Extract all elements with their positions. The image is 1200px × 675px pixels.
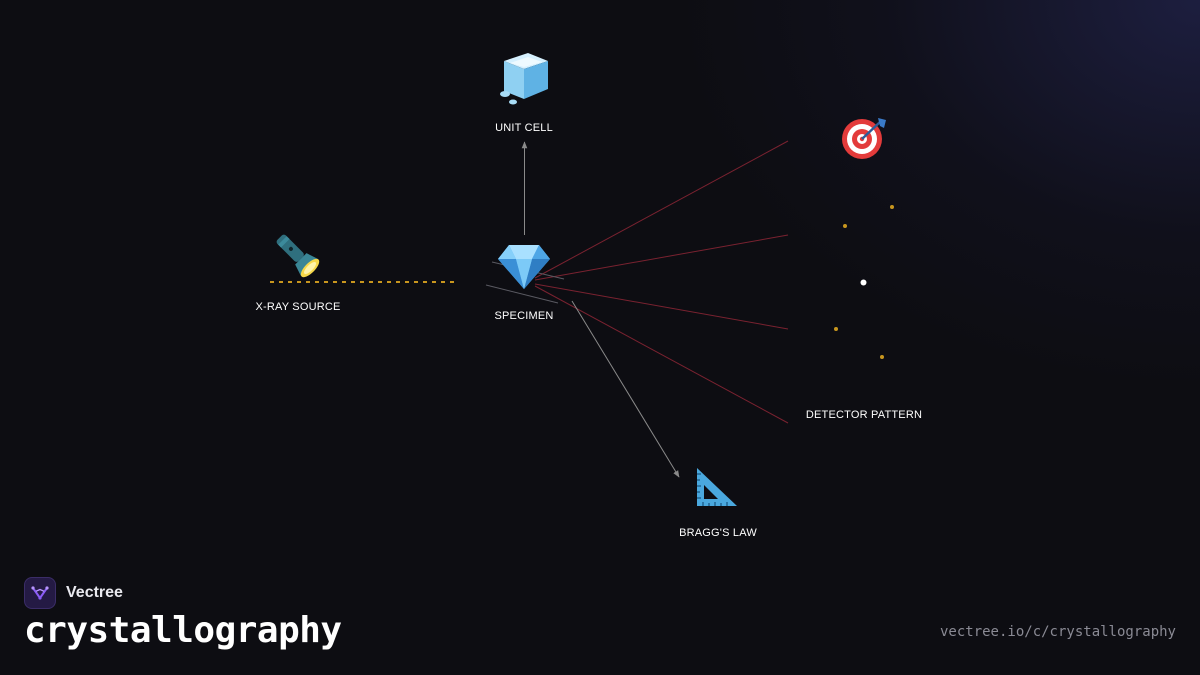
detector-spot bbox=[880, 355, 884, 359]
detector-spot bbox=[843, 224, 847, 228]
node-label-xray-source: X-RAY SOURCE bbox=[255, 301, 341, 313]
edge-specimen-bragg bbox=[571, 300, 680, 478]
detector-center-spot bbox=[860, 279, 867, 286]
target-icon bbox=[834, 108, 894, 168]
diffracted-ray bbox=[534, 283, 789, 330]
vectree-logo-icon bbox=[24, 577, 56, 609]
flashlight-icon bbox=[268, 226, 328, 286]
node-label-detector: DETECTOR PATTERN bbox=[805, 409, 923, 421]
diffracted-ray bbox=[534, 234, 789, 281]
diffracted-ray bbox=[534, 140, 789, 279]
detector-spot bbox=[890, 205, 894, 209]
node-label-specimen: SPECIMEN bbox=[494, 310, 554, 322]
node-label-bragg: BRAGG'S LAW bbox=[679, 527, 757, 539]
brand: Vectree bbox=[24, 577, 123, 609]
node-label-unit-cell: UNIT CELL bbox=[495, 122, 553, 134]
detector-spot bbox=[834, 327, 838, 331]
ice-cube-icon bbox=[494, 47, 554, 107]
lattice-plane bbox=[485, 284, 559, 304]
page-title: crystallography bbox=[24, 610, 342, 651]
triangle-ruler-icon bbox=[688, 458, 748, 518]
brand-name: Vectree bbox=[66, 584, 123, 601]
gem-icon bbox=[494, 235, 554, 295]
topic-url: vectree.io/c/crystallography bbox=[939, 624, 1176, 640]
